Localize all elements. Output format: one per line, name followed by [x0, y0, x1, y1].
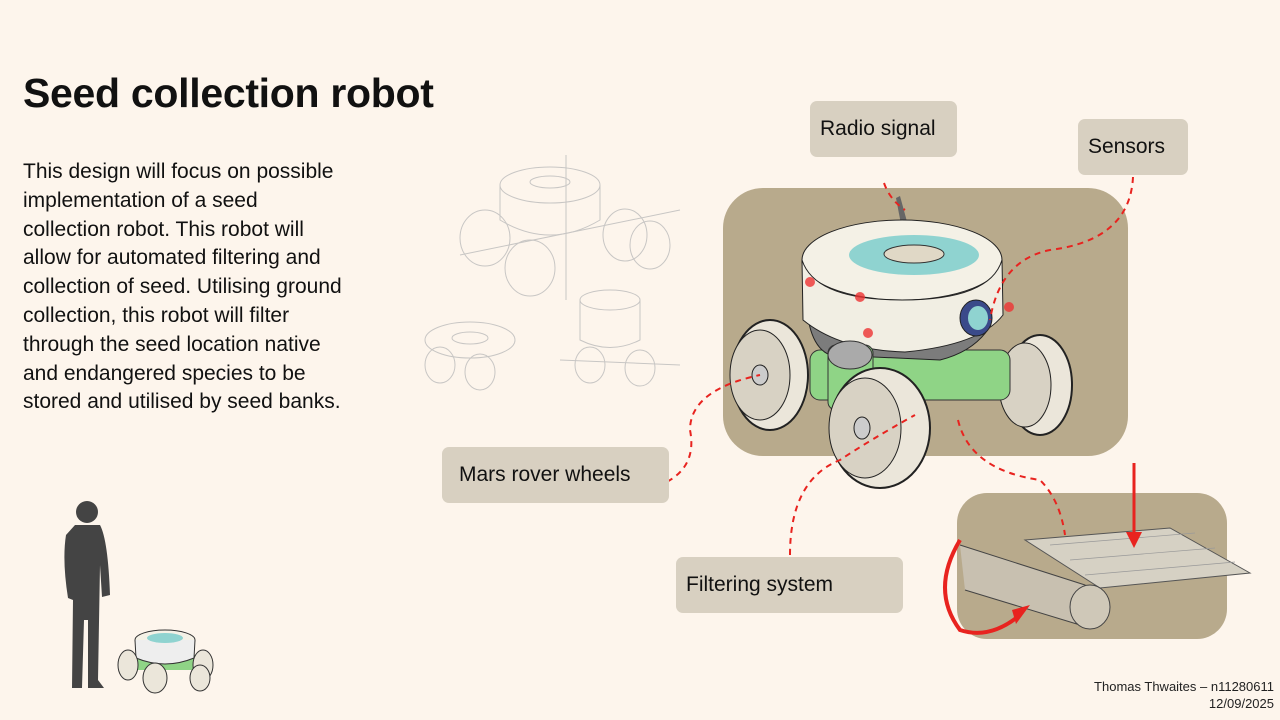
slide-title: Seed collection robot: [23, 70, 434, 116]
description-line: stored and utilised by seed banks.: [23, 390, 341, 414]
mini-robot: [117, 629, 214, 694]
description-line: and endangered species to be: [23, 361, 306, 385]
description-line: collection robot. This robot will: [23, 217, 304, 241]
description-line: allow for automated filtering and: [23, 246, 321, 270]
author-credit: Thomas Thwaites – n11280611: [1094, 679, 1274, 694]
sensors-label: Sensors: [1078, 119, 1188, 175]
description-line: This design will focus on possible: [23, 160, 334, 183]
description-line: implementation of a seed: [23, 188, 258, 212]
mars-rover-wheels-label: Mars rover wheels: [442, 447, 669, 503]
footer: Thomas Thwaites – n11280611 12/09/2025: [1094, 678, 1274, 712]
filtering-system-label: Filtering system: [676, 557, 903, 613]
description-line: through the seed location native: [23, 332, 321, 356]
slide-date: 12/09/2025: [1208, 696, 1274, 711]
description-line: collection of seed. Utilising ground: [23, 275, 342, 299]
description-line: collection, this robot will filter: [23, 303, 290, 327]
description-text: This design will focus on possible imple…: [23, 158, 393, 417]
radio-signal-label: Radio signal: [810, 101, 957, 157]
